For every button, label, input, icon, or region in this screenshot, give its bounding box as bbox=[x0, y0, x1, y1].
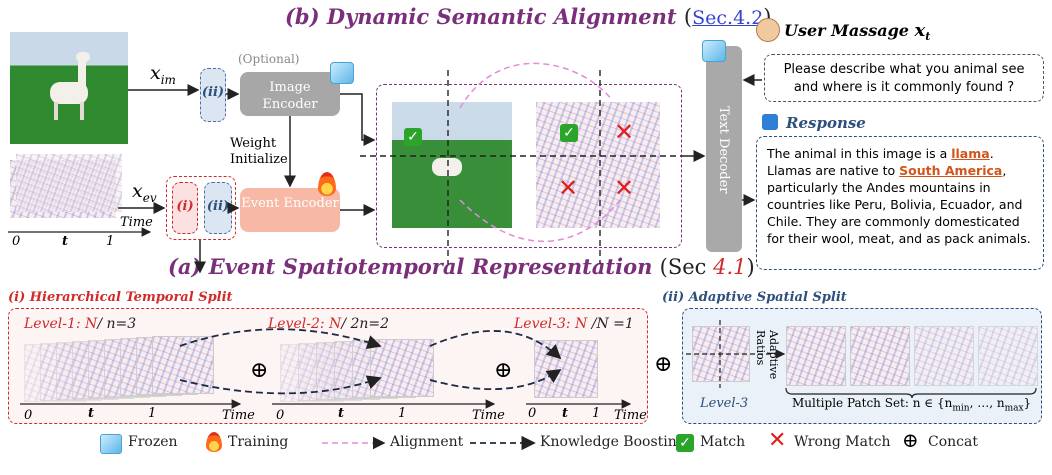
tick-0-l3: 0 bbox=[528, 406, 537, 421]
tick-t-l3: t bbox=[562, 406, 569, 421]
response-icon bbox=[762, 114, 778, 130]
event-encoder: Event Encoder bbox=[240, 188, 340, 232]
training-legend-icon bbox=[206, 432, 222, 452]
time-label-top: Time bbox=[120, 215, 153, 230]
match-icon-1: ✓ bbox=[404, 128, 422, 146]
response-box: The animal in this image is a llama. Lla… bbox=[756, 136, 1044, 270]
title-a: (a) Event Spatiotemporal Representation … bbox=[168, 254, 755, 279]
patch-1 bbox=[786, 326, 846, 386]
patch-2 bbox=[850, 326, 910, 386]
text-decoder: Text Decoder bbox=[706, 46, 742, 252]
level-3-frame bbox=[534, 340, 598, 398]
time-l1: Time bbox=[222, 408, 255, 423]
frozen-legend-icon bbox=[100, 434, 122, 454]
level-3-label: Level-3: N /N =1 bbox=[514, 316, 634, 332]
x-ev-label: xev bbox=[132, 180, 157, 205]
patch-4 bbox=[978, 326, 1038, 386]
title-b: (b) Dynamic Semantic Alignment (Sec.4.2) bbox=[285, 4, 772, 29]
x-im-label: xim bbox=[150, 62, 176, 87]
legend-wrong-match: Wrong Match bbox=[794, 434, 891, 450]
tick-t-top: t bbox=[62, 234, 69, 249]
marker-ii-bottom: (ii) bbox=[204, 182, 232, 234]
tick-0-top: 0 bbox=[12, 234, 21, 249]
wrong-match-icon-2: ✕ bbox=[558, 174, 579, 202]
response-label: Response bbox=[786, 114, 866, 132]
tick-t-l2: t bbox=[338, 406, 345, 421]
legend-concat: Concat bbox=[928, 434, 978, 450]
sec-4-2-link[interactable]: Sec.4.2 bbox=[692, 7, 764, 29]
wrong-match-icon-1: ✕ bbox=[614, 118, 635, 146]
concat-symbol-1: ⊕ bbox=[250, 358, 269, 383]
legend-knowledge-boosting: Knowledge Boosting bbox=[540, 434, 686, 450]
adaptive-ratios-label: Adaptive Ratios bbox=[754, 330, 780, 380]
tick-0-l2: 0 bbox=[276, 408, 285, 423]
level-3-small-label: Level-3 bbox=[700, 396, 749, 411]
alignment-region bbox=[376, 84, 682, 248]
time-l3: Time bbox=[614, 408, 647, 423]
tick-t-l1: t bbox=[88, 406, 95, 421]
frozen-icon-image-encoder bbox=[330, 62, 354, 84]
optional-label: (Optional) bbox=[238, 52, 300, 66]
user-avatar-icon bbox=[756, 18, 780, 42]
llama-image bbox=[10, 32, 128, 144]
user-message-label: User Massage xt bbox=[784, 20, 931, 44]
aligned-image-patches bbox=[392, 102, 512, 228]
concat-symbol-2: ⊕ bbox=[494, 358, 513, 383]
aligned-event-patches bbox=[536, 102, 660, 228]
tick-1-top: 1 bbox=[106, 234, 115, 249]
weight-initialize-label: Weight Initialize bbox=[230, 136, 288, 167]
image-encoder: Image Encoder bbox=[240, 72, 340, 116]
stacked-frame bbox=[152, 336, 214, 394]
section-i-label: (i) Hierarchical Temporal Split bbox=[8, 290, 233, 305]
concat-legend-icon: ⊕ bbox=[902, 428, 919, 452]
prompt-box: Please describe what you animal see and … bbox=[764, 54, 1044, 102]
wrong-match-icon-3: ✕ bbox=[614, 174, 635, 202]
patch-set-label: Multiple Patch Set: n ∈ {nmin, …, nmax} bbox=[792, 396, 1032, 414]
tick-1-l1: 1 bbox=[148, 406, 157, 421]
match-legend-icon: ✓ bbox=[676, 434, 694, 452]
level-1-label: Level-1: N/ n=3 bbox=[24, 316, 137, 332]
marker-i: (i) bbox=[172, 182, 198, 234]
tick-1-l3: 1 bbox=[592, 406, 601, 421]
level-2-label: Level-2: N/ 2n=2 bbox=[268, 316, 390, 332]
frozen-icon-text-decoder bbox=[702, 40, 726, 62]
patch-3 bbox=[914, 326, 974, 386]
tick-0-l1: 0 bbox=[24, 408, 33, 423]
wrong-match-legend-icon: ✕ bbox=[768, 428, 787, 453]
tick-1-l2: 1 bbox=[398, 406, 407, 421]
match-icon-2: ✓ bbox=[560, 124, 578, 142]
training-icon-event-encoder bbox=[318, 172, 336, 196]
time-l2: Time bbox=[472, 408, 505, 423]
legend-frozen: Frozen bbox=[128, 434, 178, 450]
concat-symbol-3: ⊕ bbox=[654, 352, 673, 377]
section-ii-label: (ii) Adaptive Spatial Split bbox=[662, 290, 847, 305]
legend-training: Training bbox=[228, 434, 289, 450]
legend-match: Match bbox=[700, 434, 746, 450]
marker-ii-top: (ii) bbox=[200, 68, 226, 122]
legend-alignment: Alignment bbox=[390, 434, 464, 450]
